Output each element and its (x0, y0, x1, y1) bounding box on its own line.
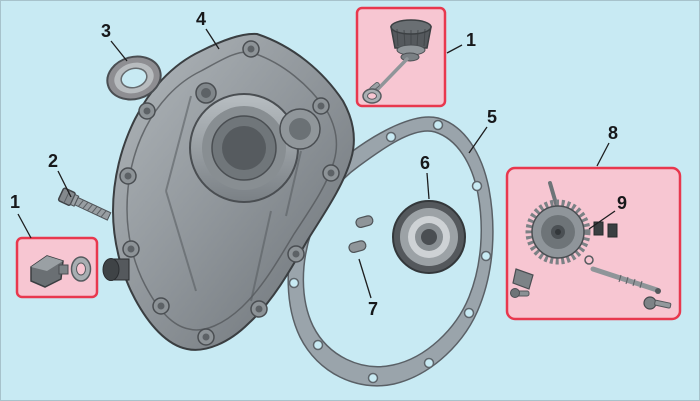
dowel-pin-upper (355, 215, 374, 229)
part-bearing (392, 200, 466, 274)
gasket-hole (288, 277, 300, 289)
cover-main-bore-hole (222, 126, 266, 170)
governor-pin (548, 181, 559, 209)
cover-boss-hole (202, 333, 210, 341)
governor-shaft-tip (655, 288, 661, 294)
part-bolt (57, 187, 112, 221)
governor-oring (584, 255, 594, 265)
drain-plug-washer-hole (76, 262, 86, 276)
highlight-box-dipstick[interactable] (355, 6, 447, 108)
gasket-hole (471, 180, 483, 192)
callout-8[interactable]: 8 (608, 123, 618, 143)
part-oil-seal (106, 55, 162, 101)
part-dowel-pins (348, 215, 374, 254)
bearing-bore (421, 229, 437, 245)
cover-rib (165, 190, 197, 292)
dowel-pin-lower (348, 240, 367, 254)
cover-boss-hole (327, 169, 335, 177)
gasket-hole (385, 131, 397, 143)
cover-ribs (165, 95, 302, 302)
leader-1-left (17, 213, 32, 239)
governor-gear-teeth (525, 199, 591, 265)
callout-9[interactable]: 9 (617, 193, 627, 213)
cover-boss-hole (292, 250, 300, 258)
cover-boss-hole (124, 172, 132, 180)
dipstick-thread-boss (400, 52, 420, 62)
cover-small-bore (201, 88, 211, 98)
part-gasket (287, 116, 494, 387)
callout-leaders (17, 28, 616, 299)
callout-4[interactable]: 4 (196, 9, 206, 29)
leader-7 (358, 258, 372, 299)
highlight-box-drain-plug[interactable] (15, 236, 99, 299)
gasket-hole (367, 372, 379, 384)
governor-shaft (590, 266, 660, 293)
highlight-box-governor[interactable] (505, 166, 682, 321)
bolt-threads (77, 199, 107, 218)
oil-seal-bore (120, 67, 148, 89)
dipstick-cap-ribs (396, 28, 426, 48)
leader-1-right (446, 44, 463, 54)
leader-6 (426, 172, 430, 200)
callout-3[interactable]: 3 (101, 21, 111, 41)
callout-1-right[interactable]: 1 (466, 30, 476, 50)
cover-boss-hole (157, 302, 165, 310)
governor-bolt-head (643, 296, 657, 310)
cover-rib (165, 95, 192, 192)
drain-plug-stem (58, 264, 69, 275)
governor-flyweight (512, 268, 534, 290)
callout-5[interactable]: 5 (487, 107, 497, 127)
cover-boss-hole (143, 107, 151, 115)
governor-bolt-shaft (654, 299, 672, 309)
cover-boss-hole (255, 305, 263, 313)
leader-5 (468, 126, 488, 154)
cover-rib (285, 150, 302, 217)
gasket-hole (480, 250, 492, 262)
gasket-hole (432, 119, 444, 131)
leader-8 (596, 142, 610, 167)
gasket-hole (312, 339, 324, 351)
part-crankcase-cover (102, 32, 355, 351)
governor-clip-head (510, 288, 520, 298)
bolt-shaft (74, 196, 112, 221)
callout-7[interactable]: 7 (368, 299, 378, 319)
cover-boss-hole (247, 45, 255, 53)
governor-gear-bore (555, 229, 561, 235)
cover-boss-hole (317, 102, 325, 110)
governor-slider-right (607, 223, 618, 238)
dipstick-washer-hole (367, 92, 377, 100)
callout-6[interactable]: 6 (420, 153, 430, 173)
callout-labels: 1 2 3 4 1 5 6 7 8 9 (10, 9, 627, 319)
leader-4 (205, 28, 220, 50)
leader-9 (588, 210, 616, 230)
cover-aux-bore (289, 118, 311, 140)
gasket-hole (463, 307, 475, 319)
dipstick-stem (376, 57, 409, 91)
leader-3 (110, 40, 128, 62)
callout-2[interactable]: 2 (48, 151, 58, 171)
cover-rib (250, 210, 272, 302)
cover-drain-stub-face (102, 258, 120, 281)
governor-shaft-threads (618, 274, 643, 289)
gasket-hole (423, 357, 435, 369)
leader-2 (57, 170, 72, 198)
cover-boss-hole (127, 245, 135, 253)
drain-plug-top-face (31, 256, 63, 271)
callout-1-left[interactable]: 1 (10, 192, 20, 212)
cover-bolt-holes (124, 45, 335, 341)
